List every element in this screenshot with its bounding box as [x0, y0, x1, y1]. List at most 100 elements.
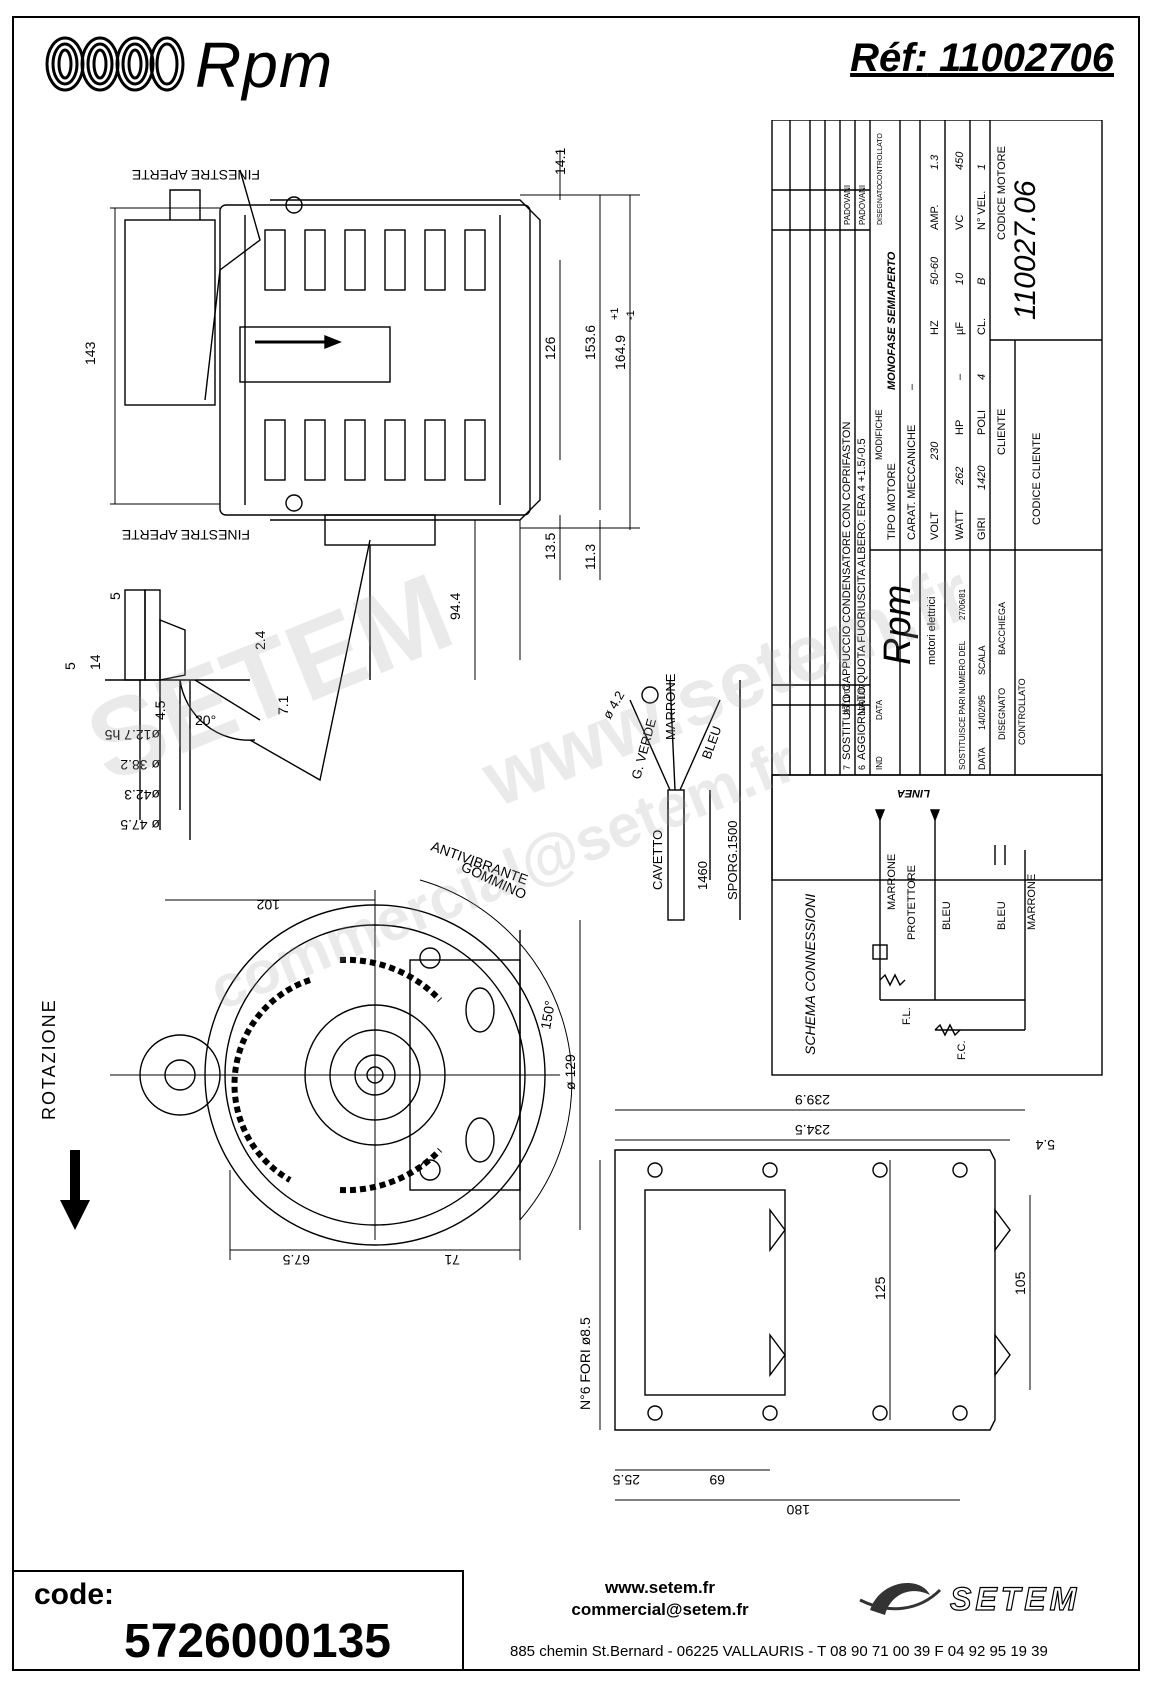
cable-1460: 1460: [695, 861, 710, 890]
dim-180: 180: [786, 1502, 810, 1518]
disegnato-value: BACCHIEGA: [997, 602, 1007, 655]
dim-129: ø 129: [562, 1054, 578, 1090]
reference-number: Réf: 11002706: [850, 36, 1114, 81]
giri-value: 1420: [976, 465, 988, 490]
schema-fc: F.C.: [956, 1040, 968, 1060]
dim-102: 102: [256, 897, 280, 913]
dim-tol-minus: -1: [625, 310, 637, 320]
drawing-frame: [12, 16, 1140, 1671]
carat-value: –: [906, 383, 918, 390]
hp-label: HP: [954, 420, 966, 435]
rev6-ind: 6: [857, 765, 867, 770]
volt-value: 230: [929, 441, 941, 461]
vc-label: VC: [954, 215, 966, 230]
hdr-controllato: CONTROLLATO: [877, 133, 884, 185]
dim-67-5: 67.5: [283, 1252, 310, 1268]
website-link[interactable]: www.setem.fr: [605, 1578, 715, 1597]
hdr-data: DATA: [875, 699, 884, 720]
dim-14: 14: [87, 654, 103, 670]
label-finestre-bottom: FINESTRE APERTE: [122, 527, 250, 543]
dim-tol-plus: +1: [609, 307, 621, 320]
dim-94-4: 94.4: [447, 593, 463, 620]
hp-value: –: [954, 373, 966, 380]
sostituisce-date: 27/06/81: [958, 588, 967, 620]
cable-cavetto: CAVETTO: [650, 830, 665, 890]
schema-bleu-1: BLEU: [941, 901, 953, 930]
uf-label: µF: [954, 322, 966, 335]
rev6-date: 17/01/07: [858, 683, 867, 715]
ref-label: Réf:: [850, 36, 928, 80]
dim-150deg: 150°: [537, 999, 558, 1030]
swoosh-icon: [870, 1583, 930, 1615]
rotation-arrow-icon: [60, 1150, 90, 1230]
amp-value: 1.3: [929, 154, 941, 170]
schema-fl: F.L.: [901, 1007, 913, 1025]
tipo-motore: MONOFASE SEMIAPERTO: [886, 251, 898, 390]
dim-126: 126: [542, 336, 558, 360]
hdr-disegnato: DISEGNATO: [877, 184, 884, 225]
schema-protettore: PROTETTORE: [906, 865, 918, 940]
setem-logo: SETEM: [859, 1580, 1080, 1618]
label-fori: N°6 FORI ø8.5: [577, 1317, 593, 1410]
dim-143: 143: [82, 341, 98, 365]
technical-drawing: FINESTRE APERTE FINESTRE APERTE 143 14.1…: [39, 120, 1103, 1518]
schema-marrone-1: MARRONE: [886, 854, 898, 910]
vc-value: 450: [954, 151, 966, 170]
dim-14-1: 14.1: [552, 148, 568, 175]
codice-motore: 110027.06: [1009, 180, 1042, 320]
amp-label: AMP.: [929, 205, 941, 230]
rev6-text: AGGIORNATO QUOTA FUORIUSCITA ALBERO: ERA…: [856, 438, 868, 760]
rev7-date: 26/11/07: [843, 684, 852, 715]
dim-11-3: 11.3: [582, 544, 598, 570]
dim-5a: 5: [107, 592, 123, 600]
giri-label: GIRI: [976, 517, 988, 540]
dim-2-4: 2.4: [252, 630, 268, 650]
hz-value: 50-60: [929, 256, 941, 285]
dim-7-1: 7.1: [275, 695, 291, 715]
rev7-text: SOSTITUITO CAPPUCCIO CONDENSATORE CON CO…: [841, 422, 853, 760]
dim-13-5: 13.5: [542, 533, 558, 560]
code-value: 5726000135: [124, 1615, 391, 1668]
controllato-label: CONTROLLATO: [1017, 678, 1027, 745]
hdr-ind: IND: [875, 756, 884, 770]
volt-label: VOLT: [929, 512, 941, 540]
schema-linea: LINEA: [897, 787, 930, 799]
dim-153-6: 153.6: [582, 325, 598, 360]
cable-sporg: SPORG.1500: [725, 821, 740, 901]
hz-label: HZ: [929, 320, 941, 335]
setem-wordmark: SETEM: [950, 1581, 1080, 1617]
coil-logo-icon: [45, 36, 185, 92]
dim-71: 71: [444, 1252, 460, 1268]
codice-motore-label: CODICE MOTORE: [996, 146, 1008, 240]
carat-label: CARAT. MECCANICHE: [906, 425, 918, 540]
brand-name: Rpm: [195, 29, 334, 101]
base-plate-view: [614, 1149, 1011, 1431]
cl-label: CL.: [976, 318, 988, 335]
schema-title: SCHEMA CONNESSIONI: [802, 894, 818, 1055]
dim-20deg: 20°: [195, 712, 216, 728]
cable-diam: ø 4.2: [600, 688, 628, 721]
nvel-label: N° VEL.: [976, 191, 988, 230]
label-finestre-top: FINESTRE APERTE: [132, 167, 260, 183]
dim-38-2: ø 38.2: [120, 757, 160, 773]
company-address: 885 chemin St.Bernard - 06225 VALLAURIS …: [510, 1643, 1048, 1660]
poli-label: POLI: [976, 410, 988, 435]
schema-marrone-2: MARRONE: [1026, 874, 1038, 930]
codice-cliente-label: CODICE CLIENTE: [1031, 433, 1043, 525]
data-label: DATA: [977, 747, 987, 770]
dim-69: 69: [709, 1472, 725, 1488]
cl-value: B: [976, 278, 988, 285]
cable-bleu: BLEU: [699, 724, 725, 761]
dim-12-7: ø12.7 h5: [105, 727, 160, 743]
shaft-detail: [105, 539, 371, 840]
dim-234-5: 234.5: [795, 1122, 830, 1138]
disegnato-label: DISEGNATO: [997, 688, 1007, 740]
ref-value: 11002706: [939, 36, 1114, 80]
rev7-dis: PADOVANI: [843, 185, 852, 225]
dim-5-4: 5.4: [1035, 1137, 1055, 1153]
email-link[interactable]: commercial@setem.fr: [571, 1600, 749, 1619]
dim-5b: 5: [62, 662, 78, 670]
dim-47-5: ø 47.5: [120, 817, 160, 833]
data-value: 14/02/95: [977, 695, 987, 730]
code-label: code:: [34, 1578, 115, 1611]
